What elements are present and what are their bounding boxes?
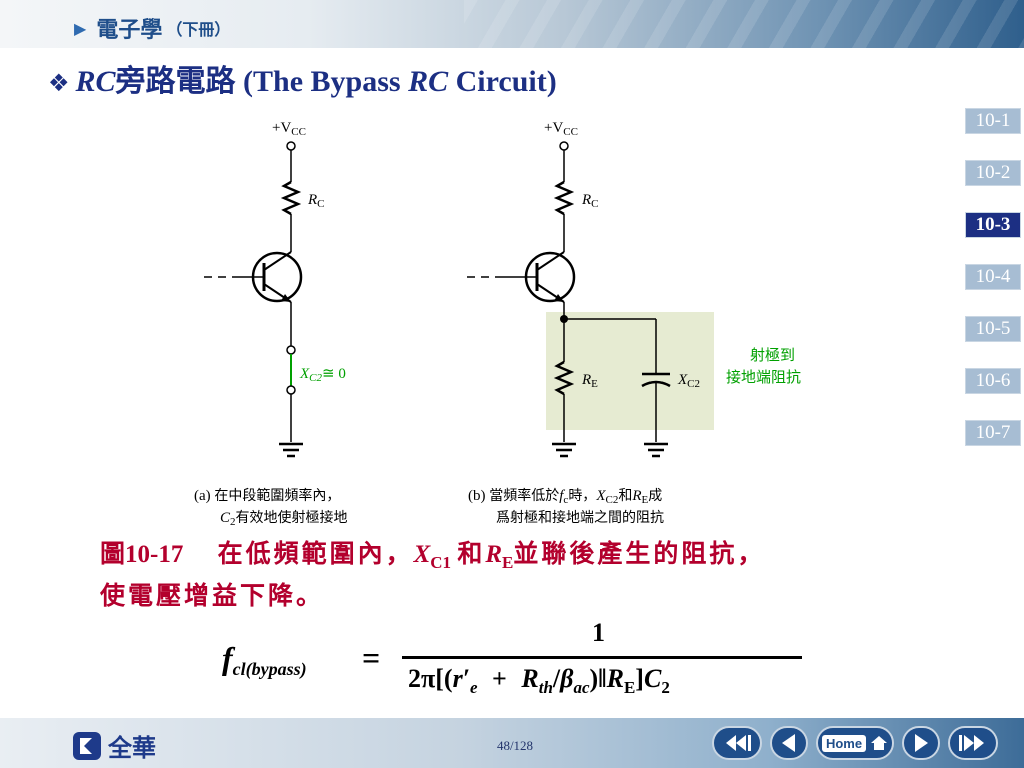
caption-r: R: [485, 541, 503, 568]
title-en-open: (The Bypass: [243, 65, 401, 98]
caption-text1: 在低頻範圍內，: [217, 539, 414, 568]
nav-item-10-3[interactable]: 10-3: [965, 212, 1021, 238]
circuit-b-caption-line1: (b) 當頻率低於fc時，XC2和RE成: [468, 487, 662, 506]
nav-item-10-6[interactable]: 10-6: [965, 368, 1021, 394]
publisher-logo-icon: [73, 731, 101, 760]
circuit-a-caption-line1: (a) 在中段範圍頻率內，: [194, 487, 340, 504]
page-number: 48/128: [496, 738, 534, 753]
next-slide-button[interactable]: [902, 724, 940, 762]
house-icon: [871, 736, 888, 750]
formula-lhs: fcl(bypass): [222, 640, 307, 680]
title-zh: 旁路電路: [115, 64, 236, 99]
circuit-a-xc2-label: XC2≅ 0: [299, 366, 346, 384]
circuit-b-rc-label: RC: [581, 192, 599, 210]
caption-text2: 並聯後產生的阻抗，: [513, 539, 766, 568]
figure-number: 圖10-17: [100, 541, 184, 568]
circuit-diagram: +VCC RC XC2≅ 0 (a) 在中段範圍頻率內， C2有效地使射極接地 …: [194, 120, 801, 528]
nav-item-10-2[interactable]: 10-2: [965, 160, 1021, 186]
title-en-close: Circuit): [455, 65, 557, 98]
caption-and: 和: [457, 539, 486, 568]
circuit-a-rc-resistor: [280, 180, 302, 216]
caption-x-sub: C1: [430, 553, 452, 572]
circuit-b-re-label: RE: [581, 372, 598, 390]
title-rc: RC: [75, 65, 116, 98]
figure-caption-line1: 圖10-17 在低頻範圍內，XC1 和RE並聯後產生的阻抗，: [100, 534, 765, 573]
first-slide-button[interactable]: [712, 724, 762, 762]
nav-item-10-5[interactable]: 10-5: [965, 316, 1021, 342]
book-title-text: 電子學: [96, 18, 163, 43]
circuit-a-caption-line2: C2有效地使射極接地: [220, 509, 348, 528]
circuit-a-rc-label: RC: [307, 192, 325, 210]
circuit-b-shade: [546, 312, 714, 430]
caption-line2: 使電壓增益下降。: [100, 581, 325, 610]
book-title-subtitle: （下冊）: [166, 20, 231, 39]
circuit-b: +VCC RC RE XC2 射極到 接地端阻抗 (b) 當頻率低於fc: [467, 120, 801, 526]
figure-caption-line2: 使電壓增益下降。: [100, 576, 324, 612]
circuit-b-caption-line2: 爲射極和接地端之間的阻抗: [496, 509, 664, 526]
circuit-b-xc2-label: XC2: [677, 372, 700, 390]
home-button[interactable]: Home: [816, 726, 894, 760]
nav-item-10-1[interactable]: 10-1: [965, 108, 1021, 134]
formula-fraction-bar: [402, 656, 802, 659]
circuit-b-annotation-line1: 射極到: [750, 346, 795, 364]
header-bar: ▶ 電子學 （下冊）: [0, 0, 1024, 48]
publisher-logo-text: 全華: [108, 734, 156, 762]
triangle-icon: ▶: [74, 18, 87, 38]
circuit-b-vcc-terminal: [559, 141, 569, 151]
slide-title: ❖RC旁路電路 (The Bypass RC Circuit): [48, 56, 557, 100]
nav-item-10-7[interactable]: 10-7: [965, 420, 1021, 446]
book-title: ▶ 電子學 （下冊）: [74, 12, 230, 44]
caption-x: X: [413, 541, 431, 568]
circuit-a-vcc-terminal: [286, 141, 296, 151]
title-en-rc: RC: [408, 65, 449, 98]
header-decoration: [464, 0, 1024, 48]
caption-r-sub: E: [502, 553, 514, 572]
formula-equals: =: [362, 640, 381, 676]
nav-item-10-4[interactable]: 10-4: [965, 264, 1021, 290]
circuit-b-rc-resistor: [553, 180, 575, 216]
circuit-b-annotation-line2: 接地端阻抗: [726, 368, 801, 386]
home-label: Home: [821, 734, 867, 752]
circuit-a: +VCC RC XC2≅ 0 (a) 在中段範圍頻率內， C2有效地使射極接地: [194, 120, 348, 528]
publisher-logo: 全華: [72, 728, 156, 763]
circuit-b-re-resistor: [553, 360, 575, 396]
circuit-a-vcc-label: +VCC: [272, 120, 306, 138]
circuit-b-vcc-label: +VCC: [544, 120, 578, 138]
formula-numerator: 1: [592, 618, 605, 647]
last-slide-button[interactable]: [948, 724, 998, 762]
formula-denominator: 2π[(r′e + Rth/βac)‖RE]C2: [408, 664, 670, 698]
bypass-formula: fcl(bypass) = 1 2π[(r′e + Rth/βac)‖RE]C2: [222, 618, 802, 708]
diamond-bullet-icon: ❖: [48, 69, 70, 97]
prev-slide-button[interactable]: [770, 724, 808, 762]
